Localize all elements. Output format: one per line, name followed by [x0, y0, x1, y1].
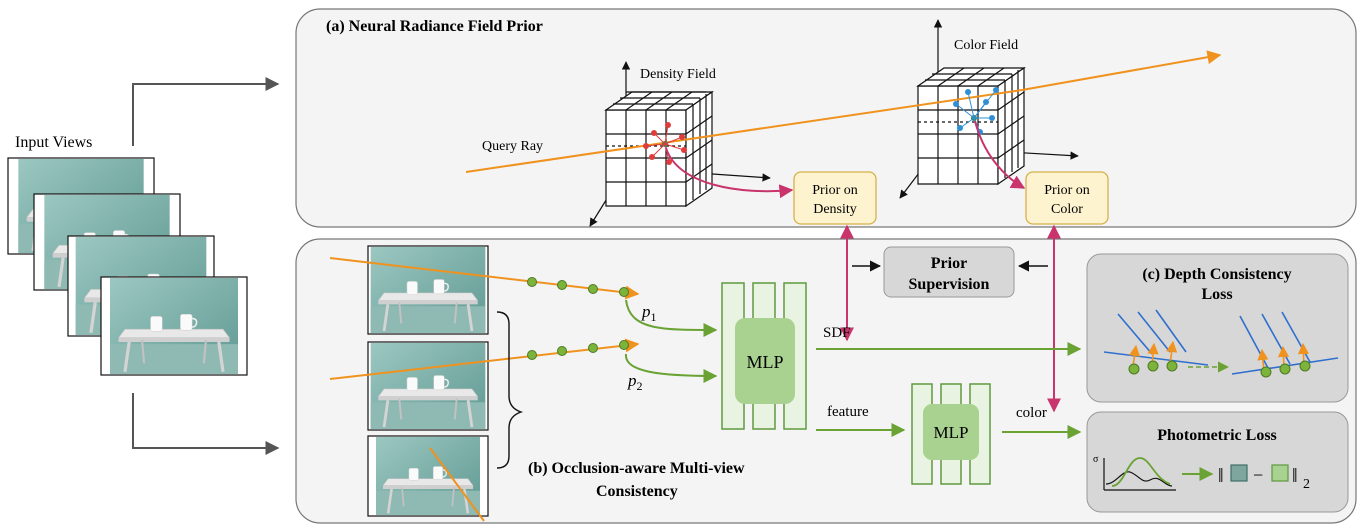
svg-text:‖: ‖: [1292, 465, 1298, 487]
svg-text:Loss: Loss: [1201, 286, 1232, 303]
arrow-to-panel-b: [132, 393, 280, 455]
color-samples: [953, 87, 999, 135]
density-to-prior-arrow: [665, 147, 794, 199]
density-samples: [643, 122, 687, 165]
mlp-1-label: MLP: [746, 352, 783, 372]
ray-2-samples: [527, 340, 629, 360]
ray-1-samples: [527, 277, 629, 297]
view-image-1: [367, 245, 489, 335]
query-ray-tail: [1021, 50, 1222, 91]
p2-to-mlp-arrow: [624, 353, 718, 383]
photometric-loss-box: Photometric Loss σ ‖ − ‖ 2: [1086, 411, 1349, 513]
depth-consistency-box: (c) Depth Consistency Loss: [1086, 253, 1349, 403]
ray-3: [429, 447, 485, 522]
panel-b-title-line2: Consistency: [596, 483, 678, 500]
svg-text:Prior on: Prior on: [1044, 183, 1090, 198]
input-view-4: [100, 276, 248, 376]
sdf-label: SDF: [823, 325, 851, 341]
mlp-2-label: MLP: [934, 423, 969, 442]
svg-text:‖: ‖: [1218, 465, 1224, 487]
input-view-stack: [7, 157, 248, 376]
color-to-prior-arrow: [974, 120, 1026, 189]
panel-a-title: (a) Neural Radiance Field Prior: [326, 18, 543, 35]
query-ray: [465, 89, 1023, 173]
p2-label: p2: [627, 371, 643, 393]
color-field-label: Color Field: [954, 38, 1018, 53]
svg-text:Density: Density: [813, 202, 857, 217]
density-field-cube: [589, 61, 771, 227]
svg-text:2: 2: [1303, 477, 1310, 492]
prior-supervision-box: Prior Supervision: [883, 246, 1015, 298]
density-field-label: Density Field: [640, 67, 716, 82]
view-image-3: [367, 435, 489, 517]
panel-b-title-line1: (b) Occlusion-aware Multi-view: [528, 460, 745, 477]
svg-text:Prior on: Prior on: [812, 183, 858, 198]
prior-on-density-box: Prior on Density: [793, 171, 877, 225]
p1-to-mlp-arrow: [625, 299, 718, 337]
svg-text:σ: σ: [1093, 454, 1099, 465]
input-views-label: Input Views: [15, 134, 92, 151]
color-label: color: [1016, 405, 1047, 421]
mlp-2: MLP: [911, 383, 991, 485]
svg-text:−: −: [1253, 465, 1263, 485]
svg-text:Supervision: Supervision: [909, 276, 990, 293]
prior-on-color-box: Prior on Color: [1025, 171, 1109, 225]
arrow-to-panel-a: [132, 77, 280, 146]
color-field-cube: [899, 19, 1079, 199]
svg-text:(c) Depth Consistency: (c) Depth Consistency: [1142, 266, 1291, 283]
p1-label: p1: [641, 302, 657, 324]
view-image-2: [367, 341, 489, 431]
svg-text:Prior: Prior: [931, 255, 967, 272]
query-ray-label: Query Ray: [482, 139, 543, 154]
svg-text:Color: Color: [1051, 202, 1083, 217]
feature-label: feature: [827, 404, 869, 420]
view-bracket: [496, 311, 524, 469]
svg-text:Photometric Loss: Photometric Loss: [1157, 427, 1277, 444]
ray-2: [329, 338, 640, 380]
mlp-1: MLP: [721, 282, 807, 430]
ray-1: [329, 257, 640, 300]
